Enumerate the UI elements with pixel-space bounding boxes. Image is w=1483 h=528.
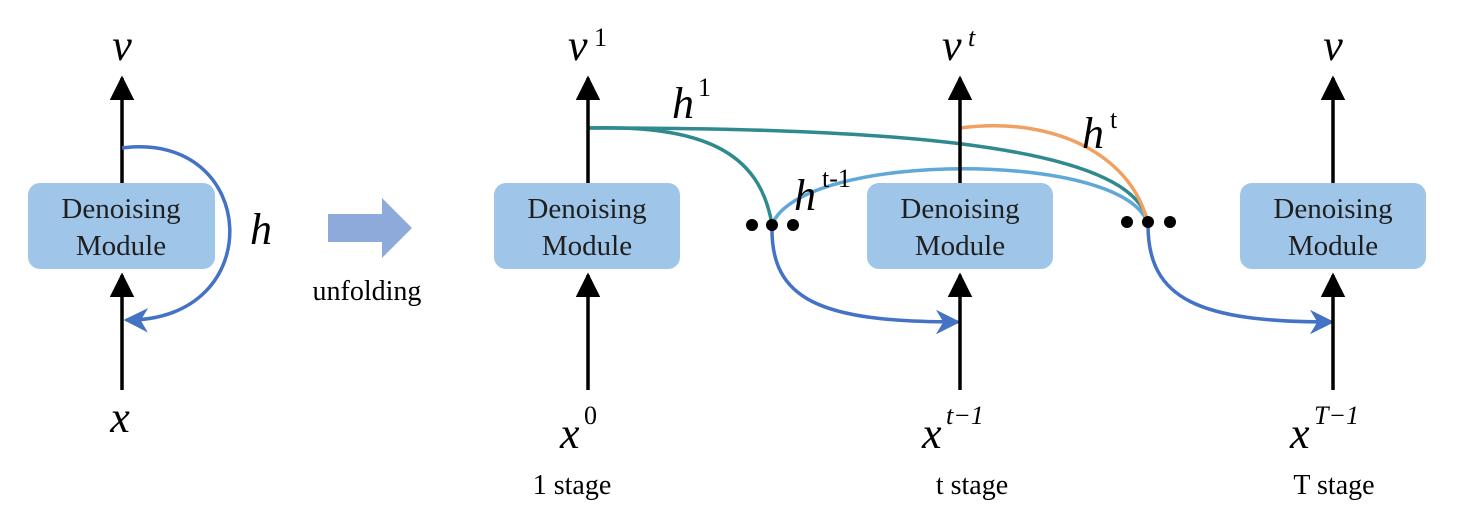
stage-1-module-line1: Denoising xyxy=(527,193,646,225)
denoising-module-box xyxy=(28,183,215,269)
dot xyxy=(766,219,778,231)
unfolding-label: unfolding xyxy=(313,276,422,307)
hidden-label-h1: h 1 xyxy=(672,73,711,128)
hidden-label-ht: h t xyxy=(1082,105,1118,158)
stage-T-module-box xyxy=(1240,183,1426,269)
stage-t-module-line1: Denoising xyxy=(900,193,1019,225)
hidden-state-connections xyxy=(587,124,1335,335)
ht-connection xyxy=(959,124,1150,226)
ellipsis-dots-2 xyxy=(1121,216,1176,228)
dot xyxy=(1121,216,1133,228)
stage-t-output-sup: t xyxy=(968,23,976,52)
stage-t: Denoising Module v t x t−1 t stage xyxy=(867,21,1053,501)
stage-1-output-sup: 1 xyxy=(594,23,607,52)
dot xyxy=(1142,216,1154,228)
stage-t-module-line2: Module xyxy=(915,230,1005,262)
ht-base: h xyxy=(1082,109,1104,158)
folded-network: Denoising Module v x h xyxy=(28,21,272,442)
ht-1-superscript: t-1 xyxy=(822,164,851,193)
module-label-line1: Denoising xyxy=(61,193,180,225)
stage-T-input-base: x xyxy=(1289,409,1310,458)
stage-1-output-base: v xyxy=(568,21,588,70)
dot xyxy=(787,219,799,231)
dot xyxy=(1164,216,1176,228)
stage-t-output-base: v xyxy=(942,21,962,70)
output-v-label: v xyxy=(112,21,132,70)
module-label-line2: Module xyxy=(76,230,166,262)
stage-1: Denoising Module v 1 x 0 1 stage xyxy=(494,21,680,501)
unfolding-indicator: unfolding xyxy=(313,198,422,307)
unfold-arrow-shape xyxy=(328,198,412,258)
stage-T-input-sup: T−1 xyxy=(1314,401,1359,430)
stage-1-input-base: x xyxy=(559,409,580,458)
stage-t-input-base: x xyxy=(921,409,942,458)
stage-1-caption: 1 stage xyxy=(533,470,612,501)
recurrent-loop-arrow xyxy=(121,145,232,333)
stage-T-output-base: v xyxy=(1323,21,1343,70)
stage-t-input-sup: t−1 xyxy=(946,401,984,430)
h1-base: h xyxy=(672,79,694,128)
stage-1-module-line2: Module xyxy=(542,230,632,262)
ht-1-connection xyxy=(770,167,1150,226)
hidden-h-label: h xyxy=(250,205,272,254)
stage-T-caption: T stage xyxy=(1293,470,1374,501)
stage-t-module-box xyxy=(867,183,1053,269)
feed-into-stage-T xyxy=(1146,224,1335,335)
stage-1-input-sup: 0 xyxy=(584,401,597,430)
ht-superscript: t xyxy=(1110,105,1118,134)
stage-T-module-line1: Denoising xyxy=(1273,193,1392,225)
stage-1-module-box xyxy=(494,183,680,269)
stage-T: Denoising Module v x T−1 T stage xyxy=(1240,21,1426,501)
stage-T-module-line2: Module xyxy=(1288,230,1378,262)
dot xyxy=(746,219,758,231)
ellipsis-dots-1 xyxy=(746,219,799,231)
stage-t-caption: t stage xyxy=(936,470,1008,501)
ht-1-base: h xyxy=(794,171,816,220)
feed-into-stage-t xyxy=(770,224,961,335)
hidden-label-ht-1: h t-1 xyxy=(794,164,851,220)
input-x-label: x xyxy=(109,393,130,442)
h1-superscript: 1 xyxy=(698,73,711,102)
h1-connection-long xyxy=(587,126,1150,226)
